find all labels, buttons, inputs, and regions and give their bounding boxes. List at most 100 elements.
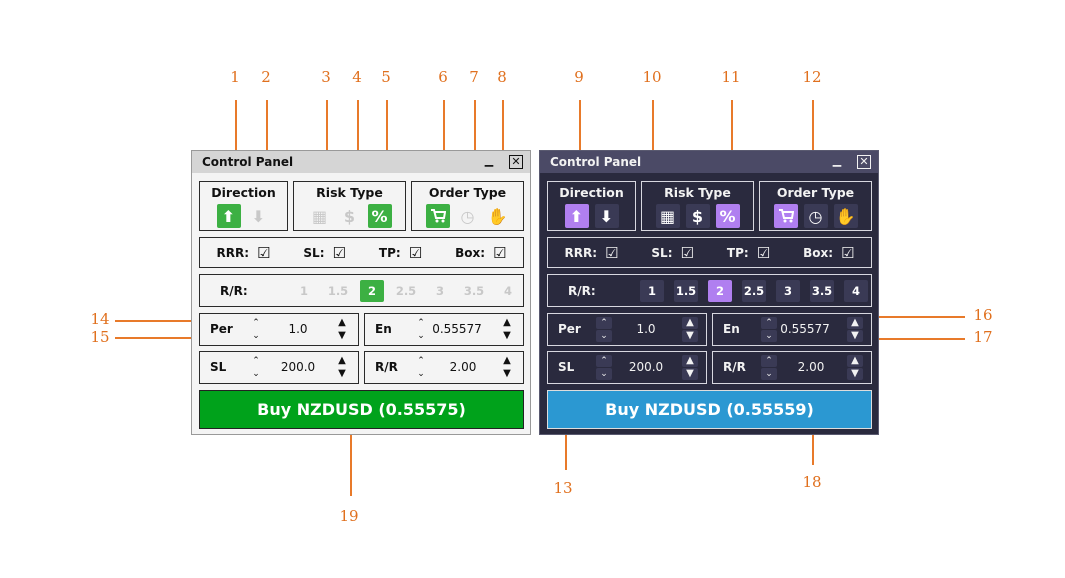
field-value-input[interactable]: 0.55577 xyxy=(432,322,482,336)
increment-small-button[interactable]: ⌃ xyxy=(761,355,777,367)
rr-option-button[interactable]: 2 xyxy=(360,280,384,302)
field-value-input[interactable]: 0.55577 xyxy=(780,322,830,336)
field-label: En xyxy=(375,322,392,336)
rr-option-button[interactable]: 3.5 xyxy=(463,284,485,298)
minimize-button[interactable]: ▁ xyxy=(832,154,842,167)
increment-small-button[interactable]: ⌃ xyxy=(252,318,260,328)
checkbox-checked-icon[interactable]: ☑ xyxy=(680,243,694,262)
decrement-button[interactable]: ▼ xyxy=(682,330,698,342)
field-value-input[interactable]: 1.0 xyxy=(288,322,308,336)
field-value-input[interactable]: 200.0 xyxy=(628,360,664,374)
rr-option-button[interactable]: 4 xyxy=(503,284,512,298)
option-sl[interactable]: SL:☑ xyxy=(651,244,694,262)
checkbox-checked-icon[interactable]: ☑ xyxy=(841,243,855,262)
option-rrr[interactable]: RRR:☑ xyxy=(216,244,270,262)
annotation-number: 15 xyxy=(90,328,110,346)
percent-icon[interactable]: % xyxy=(715,204,740,228)
decrement-small-button[interactable]: ⌄ xyxy=(596,330,612,342)
rr-option-button[interactable]: 1 xyxy=(640,280,664,302)
decrement-button[interactable]: ▼ xyxy=(682,368,698,380)
decrement-small-button[interactable]: ⌄ xyxy=(761,368,777,380)
arrow-down-icon[interactable]: ⬇ xyxy=(251,206,266,226)
decrement-small-button[interactable]: ⌄ xyxy=(252,369,260,379)
increment-button[interactable]: ▲ xyxy=(338,355,346,366)
option-sl[interactable]: SL:☑ xyxy=(303,244,346,262)
increment-small-button[interactable]: ⌃ xyxy=(417,356,425,366)
field-value-input[interactable]: 1.0 xyxy=(636,322,656,336)
decrement-small-button[interactable]: ⌄ xyxy=(761,330,777,342)
arrow-down-icon[interactable]: ⬇ xyxy=(594,204,619,228)
increment-button[interactable]: ▲ xyxy=(847,355,863,367)
calculator-icon[interactable]: ▦ xyxy=(311,206,328,226)
arrow-up-icon[interactable]: ⬆ xyxy=(564,204,589,228)
rr-option-button[interactable]: 2 xyxy=(708,280,732,302)
close-button[interactable]: ✕ xyxy=(509,155,523,169)
annotation-line xyxy=(235,100,237,190)
rr-option-button[interactable]: 3 xyxy=(776,280,800,302)
rr-option-button[interactable]: 2.5 xyxy=(395,284,417,298)
checkbox-checked-icon[interactable]: ☑ xyxy=(257,243,271,262)
increment-button[interactable]: ▲ xyxy=(682,355,698,367)
cart-icon[interactable] xyxy=(425,204,450,228)
buy-button[interactable]: Buy NZDUSD (0.55575) xyxy=(199,390,524,429)
title-bar[interactable]: Control Panel xyxy=(192,151,530,173)
annotation-number: 19 xyxy=(339,507,359,525)
increment-button[interactable]: ▲ xyxy=(682,317,698,329)
clock-icon[interactable]: ◷ xyxy=(803,204,828,228)
decrement-button[interactable]: ▼ xyxy=(847,368,863,380)
checkbox-checked-icon[interactable]: ☑ xyxy=(408,243,423,262)
rr-option-button[interactable]: 1.5 xyxy=(674,280,698,302)
calculator-icon[interactable]: ▦ xyxy=(655,204,680,228)
decrement-button[interactable]: ▼ xyxy=(847,330,863,342)
field-value-input[interactable]: 200.0 xyxy=(280,360,316,374)
percent-icon[interactable]: % xyxy=(367,204,392,228)
dollar-icon[interactable]: $ xyxy=(343,206,356,226)
option-tp[interactable]: TP:☑ xyxy=(727,244,770,262)
hand-icon[interactable]: ✋ xyxy=(833,204,858,228)
field-value-input[interactable]: 2.00 xyxy=(797,360,825,374)
decrement-small-button[interactable]: ⌄ xyxy=(417,331,425,341)
arrow-up-icon[interactable]: ⬆ xyxy=(216,204,241,228)
increment-small-button[interactable]: ⌃ xyxy=(417,318,425,328)
decrement-button[interactable]: ▼ xyxy=(503,330,511,341)
buy-button[interactable]: Buy NZDUSD (0.55559) xyxy=(547,390,872,429)
hand-icon[interactable]: ✋ xyxy=(487,206,508,226)
decrement-button[interactable]: ▼ xyxy=(338,330,346,341)
decrement-small-button[interactable]: ⌄ xyxy=(252,331,260,341)
increment-button[interactable]: ▲ xyxy=(503,317,511,328)
checkbox-checked-icon[interactable]: ☑ xyxy=(493,243,507,262)
annotation-line xyxy=(502,100,504,188)
increment-button[interactable]: ▲ xyxy=(503,355,511,366)
clock-icon[interactable]: ◷ xyxy=(460,206,475,226)
rr-option-button[interactable]: 3 xyxy=(435,284,444,298)
checkbox-checked-icon[interactable]: ☑ xyxy=(756,243,771,262)
checkbox-checked-icon[interactable]: ☑ xyxy=(332,243,346,262)
decrement-small-button[interactable]: ⌄ xyxy=(596,368,612,380)
option-tp[interactable]: TP:☑ xyxy=(379,244,422,262)
checkbox-checked-icon[interactable]: ☑ xyxy=(605,243,619,262)
minimize-button[interactable]: ▁ xyxy=(484,154,494,167)
rr-option-button[interactable]: 4 xyxy=(844,280,868,302)
close-button[interactable]: ✕ xyxy=(857,155,871,169)
option-box[interactable]: Box:☑ xyxy=(455,244,506,262)
rr-option-button[interactable]: 1 xyxy=(299,284,308,298)
option-box[interactable]: Box:☑ xyxy=(803,244,854,262)
increment-button[interactable]: ▲ xyxy=(338,317,346,328)
decrement-small-button[interactable]: ⌄ xyxy=(417,369,425,379)
cart-icon[interactable] xyxy=(773,204,798,228)
decrement-button[interactable]: ▼ xyxy=(338,368,346,379)
increment-small-button[interactable]: ⌃ xyxy=(252,356,260,366)
annotation-line xyxy=(266,100,268,188)
title-bar[interactable]: Control Panel xyxy=(540,151,878,173)
field-value-input[interactable]: 2.00 xyxy=(449,360,477,374)
dollar-icon[interactable]: $ xyxy=(685,204,710,228)
increment-small-button[interactable]: ⌃ xyxy=(596,317,612,329)
option-rrr[interactable]: RRR:☑ xyxy=(564,244,618,262)
increment-small-button[interactable]: ⌃ xyxy=(761,317,777,329)
increment-button[interactable]: ▲ xyxy=(847,317,863,329)
rr-option-button[interactable]: 3.5 xyxy=(810,280,834,302)
rr-option-button[interactable]: 1.5 xyxy=(327,284,349,298)
increment-small-button[interactable]: ⌃ xyxy=(596,355,612,367)
decrement-button[interactable]: ▼ xyxy=(503,368,511,379)
rr-option-button[interactable]: 2.5 xyxy=(742,280,766,302)
